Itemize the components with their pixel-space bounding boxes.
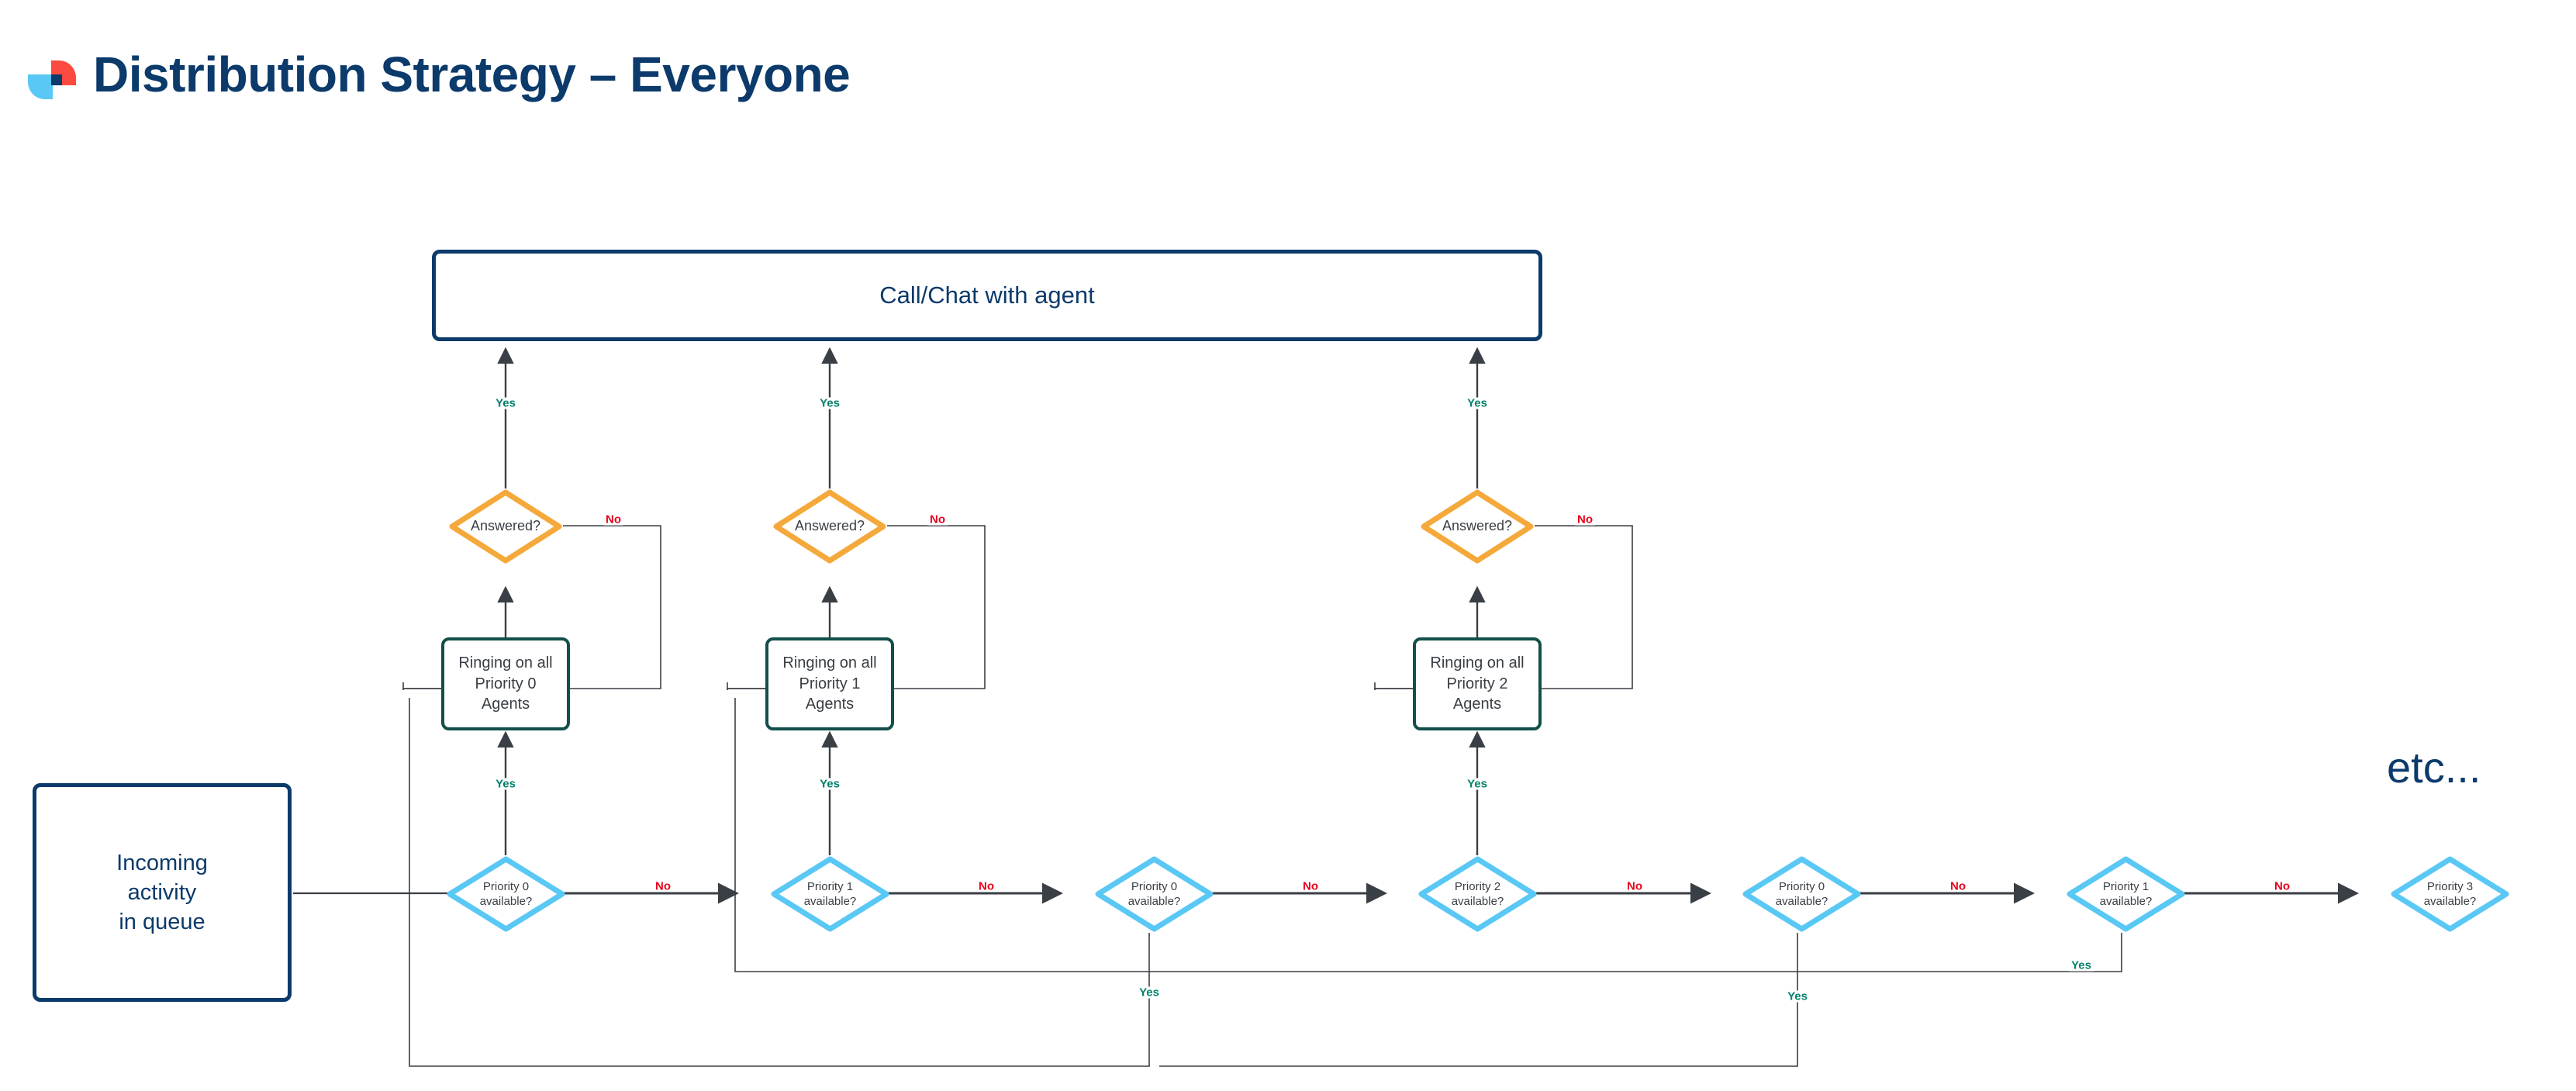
connector-label-no-answered-1: No	[927, 513, 948, 526]
connector-label-no-avail-0: No	[653, 880, 673, 892]
decision-node-answered-0[interactable]: Answered?	[448, 489, 563, 564]
terminal-node-incoming-activity[interactable]: Incoming activity in queue	[33, 783, 292, 1002]
connector-label-yes-ring-2: Yes	[1465, 778, 1490, 790]
connector-label-no-avail-4: No	[1948, 880, 1968, 892]
page-header: Distribution Strategy – Everyone	[0, 0, 2576, 147]
decision-node-availability-5[interactable]: Priority 1 available?	[2066, 855, 2186, 933]
connector-label-no-answered-2: No	[1575, 513, 1595, 526]
decision-node-availability-0[interactable]: Priority 0 available?	[446, 855, 566, 933]
terminal-line-3: in queue	[119, 910, 205, 935]
decision-node-availability-3[interactable]: Priority 2 available?	[1417, 855, 1538, 933]
decision-node-availability-4[interactable]: Priority 0 available?	[1742, 855, 1862, 933]
connector-label-yes-loop-1: Yes	[1785, 990, 1810, 1003]
connector-label-no-answered-0: No	[603, 513, 623, 526]
decision-node-availability-1[interactable]: Priority 1 available?	[770, 855, 890, 933]
terminal-line-1: Incoming	[116, 850, 208, 875]
app-logo-icon	[28, 56, 76, 104]
connector-label-no-avail-5: No	[2272, 880, 2292, 892]
ringing-0-line-2: Priority 0	[475, 675, 537, 692]
connector-label-yes-ring-0: Yes	[493, 778, 518, 790]
decision-node-answered-1[interactable]: Answered?	[772, 489, 887, 564]
ringing-1-line-2: Priority 1	[799, 675, 861, 692]
ringing-2-line-2: Priority 2	[1446, 675, 1508, 692]
outcome-node-label: Call/Chat with agent	[879, 281, 1095, 309]
connector-label-no-avail-2: No	[1300, 880, 1321, 892]
ringing-0-line-3: Agents	[481, 696, 530, 713]
decision-node-availability-6[interactable]: Priority 3 available?	[2390, 855, 2510, 933]
terminal-line-2: activity	[127, 879, 197, 905]
connector-label-no-avail-3: No	[1625, 880, 1645, 892]
connector-label-yes-ring-1: Yes	[817, 778, 842, 790]
outcome-node-call-chat[interactable]: Call/Chat with agent	[432, 250, 1542, 341]
ringing-2-line-3: Agents	[1452, 696, 1502, 713]
process-node-ringing-priority-2[interactable]: Ringing on all Priority 2 Agents	[1413, 637, 1542, 730]
connector-label-yes-loop-2: Yes	[2069, 959, 2094, 972]
ringing-1-line-1: Ringing on all	[782, 654, 877, 672]
ringing-0-line-1: Ringing on all	[458, 654, 553, 672]
process-node-ringing-priority-0[interactable]: Ringing on all Priority 0 Agents	[441, 637, 570, 730]
connector-label-no-avail-1: No	[976, 880, 996, 892]
connector-label-yes-to-outcome-2: Yes	[1465, 397, 1490, 409]
etc-label: etc...	[2387, 743, 2481, 792]
connector-label-yes-to-outcome-1: Yes	[817, 397, 842, 409]
connector-label-yes-to-outcome-0: Yes	[493, 397, 518, 409]
decision-node-availability-2[interactable]: Priority 0 available?	[1094, 855, 1214, 933]
page-title: Distribution Strategy – Everyone	[93, 47, 851, 102]
process-node-ringing-priority-1[interactable]: Ringing on all Priority 1 Agents	[765, 637, 894, 730]
decision-node-answered-2[interactable]: Answered?	[1420, 489, 1535, 564]
connector-label-yes-loop-0: Yes	[1137, 986, 1162, 999]
ringing-2-line-1: Ringing on all	[1430, 654, 1525, 672]
ringing-1-line-3: Agents	[805, 696, 855, 713]
